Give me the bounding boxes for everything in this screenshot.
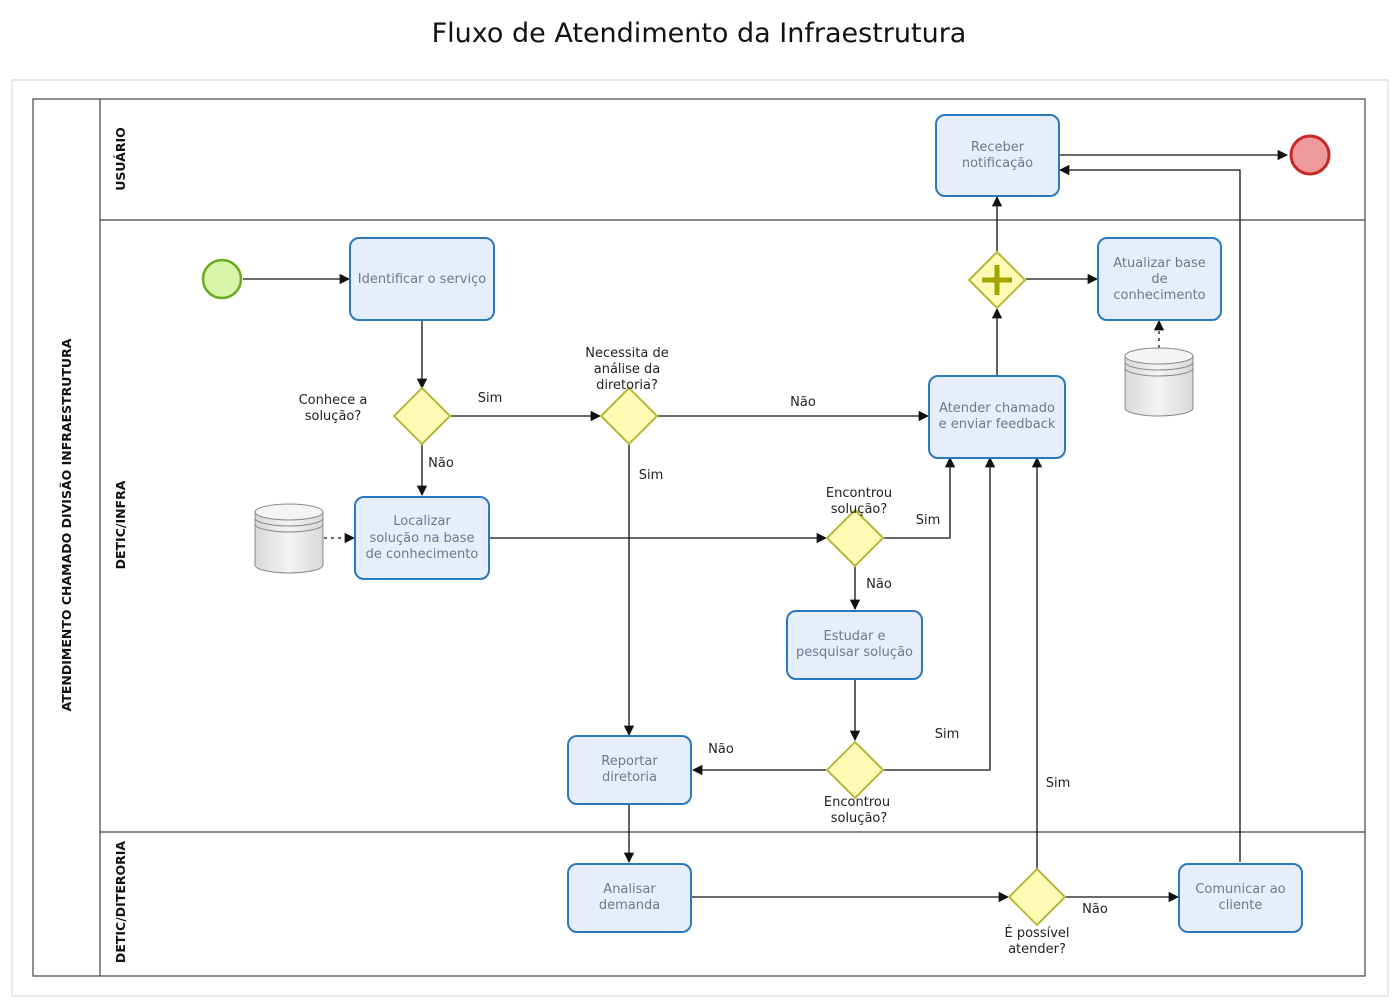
lane-label-usuario: USUÁRIO	[113, 127, 128, 191]
plus-icon	[982, 265, 1012, 295]
flow-label-sim: Sim	[639, 468, 664, 483]
flow-label-nao: Não	[790, 395, 816, 410]
outer-frame	[11, 79, 1389, 997]
lane-label-diretoria: DETIC/DITERORIA	[113, 841, 128, 963]
lane-label-infra: DETIC/INFRA	[113, 480, 128, 569]
gateway-possivel-atender[interactable]	[1007, 867, 1067, 927]
gateway-encontrou-solucao-1[interactable]	[825, 508, 885, 568]
start-event	[201, 258, 243, 300]
database-icon	[254, 503, 324, 574]
gateway-conhece-solucao[interactable]	[392, 386, 452, 446]
end-event	[1289, 134, 1331, 176]
flow-encontrou2-atender	[883, 456, 996, 771]
pool-label: ATENDIMENTO CHAMADO DIVISÃO INFRAESTRUTU…	[59, 338, 74, 711]
flow-label-sim: Sim	[1046, 776, 1071, 791]
database-icon	[1124, 347, 1194, 417]
data-associations	[324, 319, 1165, 544]
flow-label-nao: Não	[428, 456, 454, 471]
gateway-encontrou-solucao-2[interactable]	[825, 740, 885, 800]
diagram-title: Fluxo de Atendimento da Infraestrutura	[431, 18, 967, 49]
svg-text:Identificar o serviço: Identificar o serviço	[358, 272, 486, 287]
task-identificar-servico[interactable]: Identificar o serviço	[349, 237, 495, 321]
pool-border	[32, 98, 1366, 977]
flow-encontrou1-atender	[883, 456, 956, 539]
flow-label-nao: Não	[708, 742, 734, 757]
flow-comunicar-receber	[1058, 164, 1241, 862]
sequence-flows	[243, 149, 1289, 903]
flow-label-nao: Não	[1082, 902, 1108, 917]
gateway-necessita-analise[interactable]	[599, 386, 659, 446]
flow-label-sim: Sim	[935, 727, 960, 742]
flow-label-sim: Sim	[916, 513, 941, 528]
flow-label-nao: Não	[866, 577, 892, 592]
flow-label-sim: Sim	[478, 391, 503, 406]
parallel-gateway[interactable]	[967, 250, 1027, 310]
